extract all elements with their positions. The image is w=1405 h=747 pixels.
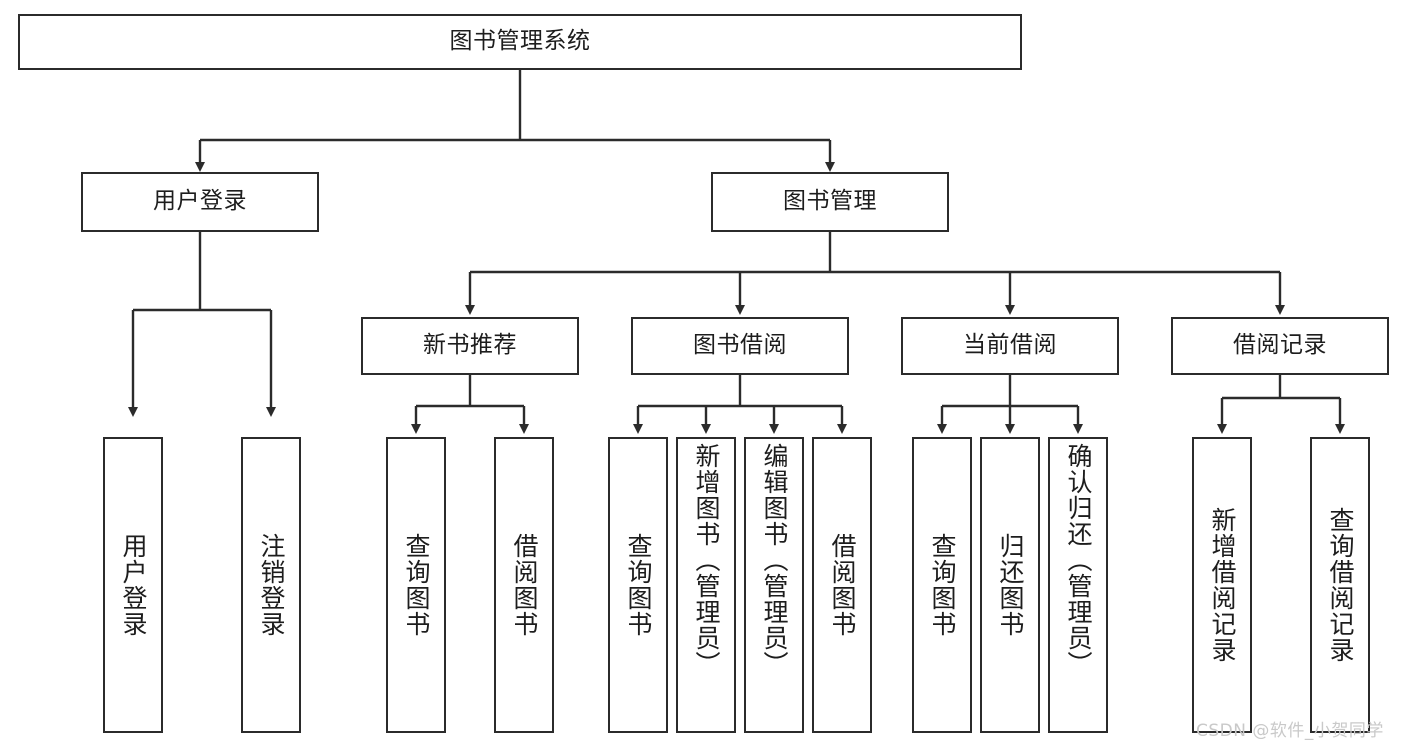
leaf-user-login[interactable]: 用户登录: [103, 437, 163, 733]
node-label: 图书管理系统: [449, 28, 591, 55]
node-user-login[interactable]: 用户登录: [81, 172, 319, 232]
leaf-borrow-book[interactable]: 借阅图书: [812, 437, 872, 733]
leaf-label: 归还图书: [996, 533, 1025, 637]
leaf-logout-login[interactable]: 注销登录: [241, 437, 301, 733]
leaf-label: 新增借阅记录: [1208, 507, 1237, 663]
leaf-borrow-book-recommend[interactable]: 借阅图书: [494, 437, 554, 733]
node-label: 图书借阅: [693, 332, 787, 359]
leaf-label: 用户登录: [119, 533, 148, 637]
node-book-borrow[interactable]: 图书借阅: [631, 317, 849, 375]
leaf-label: 查询借阅记录: [1326, 507, 1355, 663]
leaf-label: 新增图书（管理员）: [692, 443, 721, 677]
leaf-label: 注销登录: [257, 533, 286, 637]
leaf-label: 编辑图书（管理员）: [760, 443, 789, 677]
leaf-label: 查询图书: [402, 533, 431, 637]
csdn-watermark: CSDN @软件_小贺同学: [1196, 721, 1384, 741]
node-current-borrow[interactable]: 当前借阅: [901, 317, 1119, 375]
node-borrow-record[interactable]: 借阅记录: [1171, 317, 1389, 375]
leaf-query-book-borrow[interactable]: 查询图书: [608, 437, 668, 733]
leaf-add-book-admin[interactable]: 新增图书（管理员）: [676, 437, 736, 733]
leaf-label: 借阅图书: [828, 533, 857, 637]
leaf-label: 查询图书: [928, 533, 957, 637]
node-label: 当前借阅: [963, 332, 1057, 359]
leaf-return-book[interactable]: 归还图书: [980, 437, 1040, 733]
node-label: 用户登录: [153, 188, 247, 215]
leaf-label: 借阅图书: [510, 533, 539, 637]
leaf-label: 查询图书: [624, 533, 653, 637]
node-label: 借阅记录: [1233, 332, 1327, 359]
node-label: 图书管理: [783, 188, 877, 215]
node-book-management-system[interactable]: 图书管理系统: [18, 14, 1022, 70]
node-book-management[interactable]: 图书管理: [711, 172, 949, 232]
node-label: 新书推荐: [423, 332, 517, 359]
leaf-confirm-return-admin[interactable]: 确认归还（管理员）: [1048, 437, 1108, 733]
node-new-book-recommend[interactable]: 新书推荐: [361, 317, 579, 375]
leaf-query-book-recommend[interactable]: 查询图书: [386, 437, 446, 733]
leaf-edit-book-admin[interactable]: 编辑图书（管理员）: [744, 437, 804, 733]
leaf-query-book-current[interactable]: 查询图书: [912, 437, 972, 733]
leaf-label: 确认归还（管理员）: [1064, 443, 1093, 677]
leaf-add-borrow-record[interactable]: 新增借阅记录: [1192, 437, 1252, 733]
leaf-query-borrow-record[interactable]: 查询借阅记录: [1310, 437, 1370, 733]
